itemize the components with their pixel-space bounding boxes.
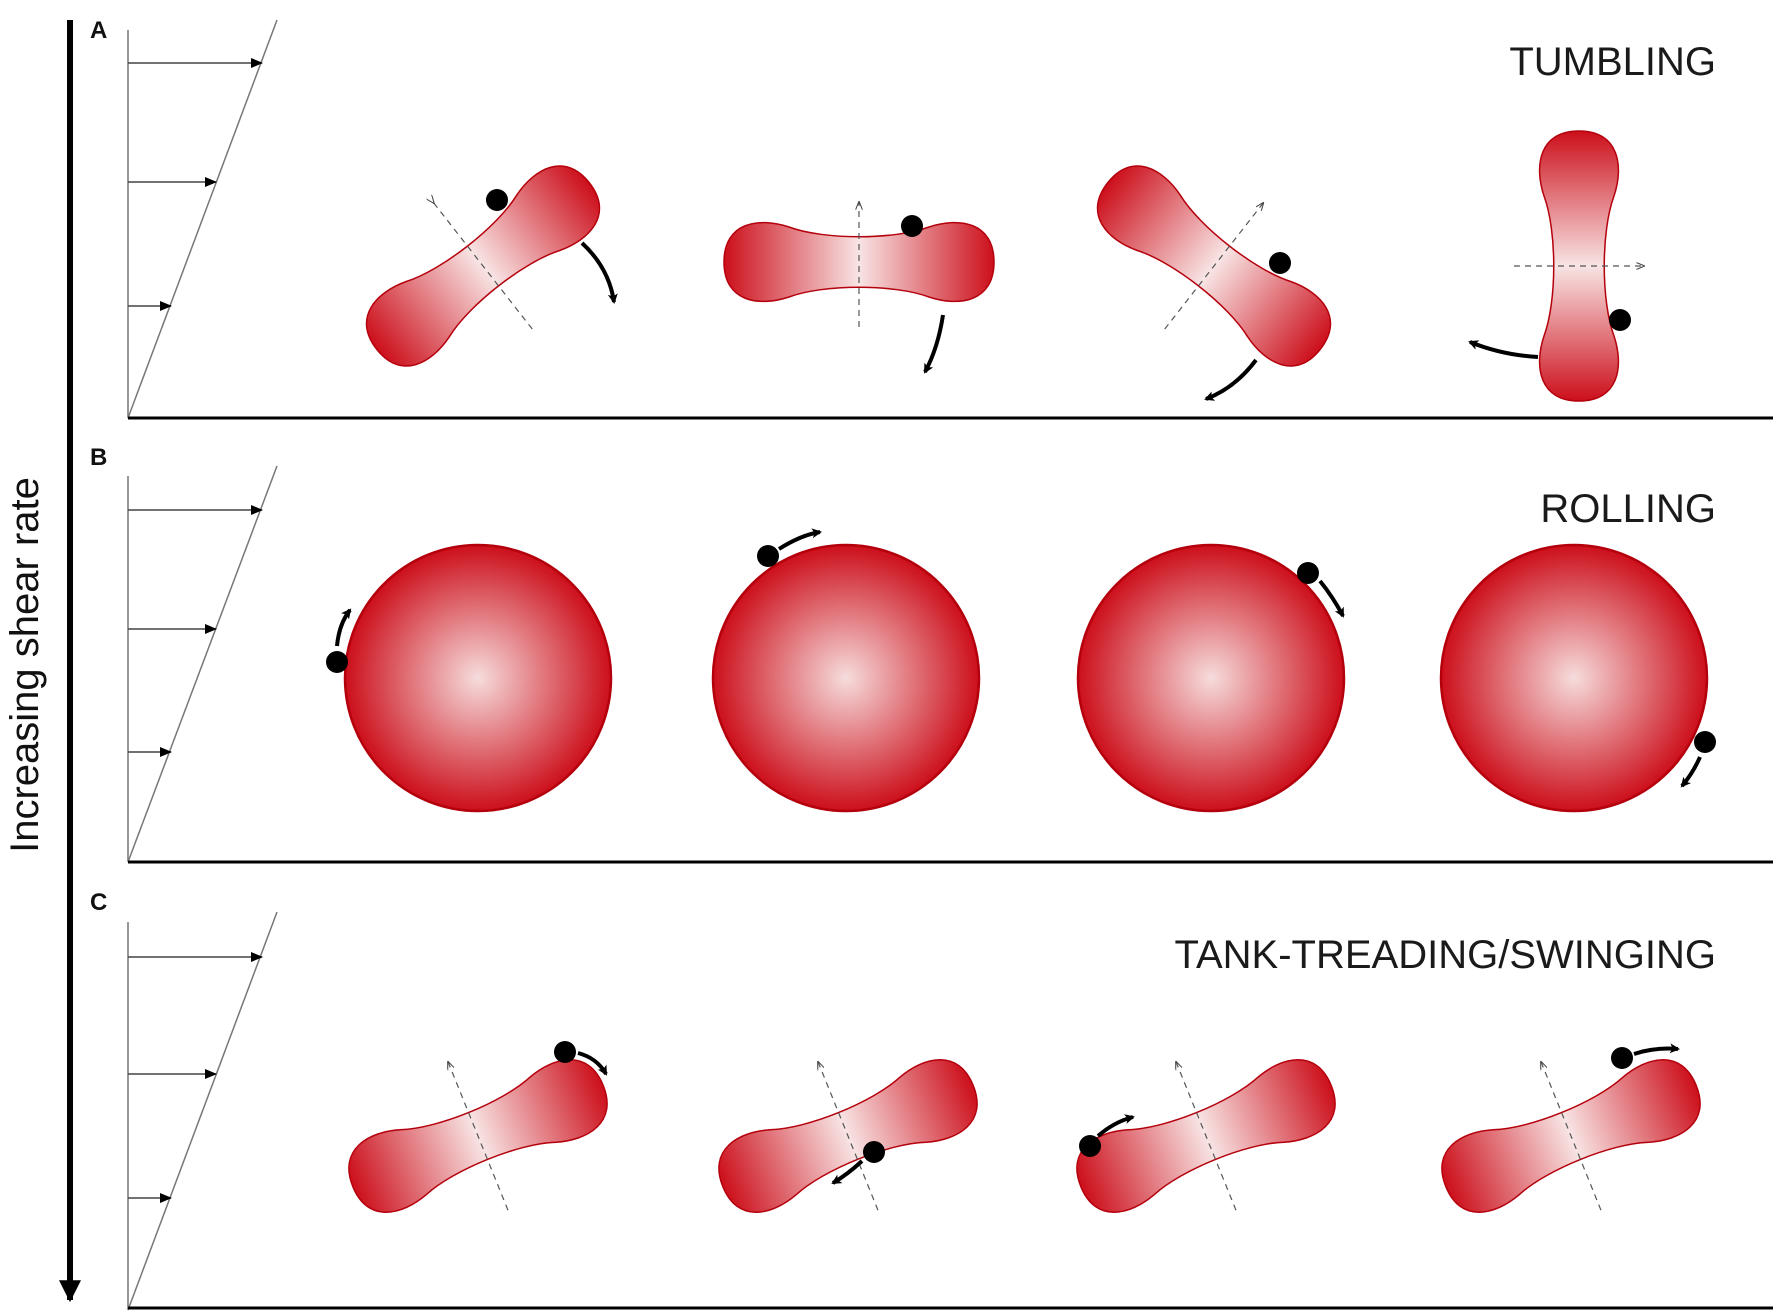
membrane-marker [757, 545, 779, 567]
membrane-marker [1079, 1135, 1101, 1157]
rotation-arrow [335, 608, 352, 647]
rolling-cell-1 [343, 543, 613, 813]
membrane-marker [1611, 1047, 1633, 1069]
tank-treading-cell-1 [348, 1059, 608, 1213]
membrane-marker [486, 189, 508, 211]
panel-letter-c: C [90, 889, 107, 916]
axis-label: Increasing shear rate [3, 477, 47, 853]
tumbling-cell-3 [1096, 165, 1332, 367]
tumbling-cell-2 [723, 202, 995, 327]
rolling-cell-3 [1076, 543, 1346, 813]
rotation-arrow [1680, 756, 1702, 788]
panel-c: C TANK-TREADING/SWINGING [90, 889, 1773, 1311]
panel-a: A TUMBLING [90, 17, 1773, 420]
panel-title-tank-treading: TANK-TREADING/SWINGING [1175, 933, 1716, 977]
membrane-marker [554, 1041, 576, 1063]
rolling-cell-2 [711, 543, 981, 813]
rotation-arrow [577, 1051, 608, 1076]
tank-treading-cell-2 [718, 1059, 978, 1213]
panel-letter-b: B [90, 444, 107, 471]
membrane-marker [1609, 309, 1631, 331]
membrane-marker [901, 215, 923, 237]
rolling-cell-4 [1439, 543, 1709, 813]
membrane-marker [863, 1141, 885, 1163]
tumbling-cell-4 [1514, 130, 1644, 402]
membrane-marker [326, 651, 348, 673]
membrane-marker [1269, 252, 1291, 274]
panel-letter-a: A [90, 17, 107, 44]
rotation-arrow [1633, 1043, 1680, 1056]
rotation-arrow [831, 1159, 864, 1185]
panel-b: B ROLLING [90, 444, 1773, 864]
rotation-arrow [923, 314, 945, 374]
panel-title-tumbling: TUMBLING [1509, 40, 1716, 84]
rotation-arrow [1318, 579, 1345, 618]
shear-rate-axis: Increasing shear rate [3, 20, 81, 1303]
tank-treading-cell-3 [1076, 1059, 1336, 1213]
rotation-arrow [1204, 358, 1258, 401]
shear-profile-b [127, 465, 278, 863]
rotation-arrow [1468, 340, 1539, 359]
membrane-marker [1297, 562, 1319, 584]
panel-title-rolling: ROLLING [1540, 487, 1716, 531]
shear-profile-c [127, 911, 278, 1311]
rotation-arrow [777, 528, 822, 551]
rotation-arrow [580, 241, 618, 304]
rotation-arrow [1096, 1114, 1135, 1138]
tumbling-cell-1 [365, 165, 601, 367]
shear-profile-a [127, 19, 278, 419]
tank-treading-cell-4 [1441, 1059, 1701, 1213]
membrane-marker [1694, 731, 1716, 753]
